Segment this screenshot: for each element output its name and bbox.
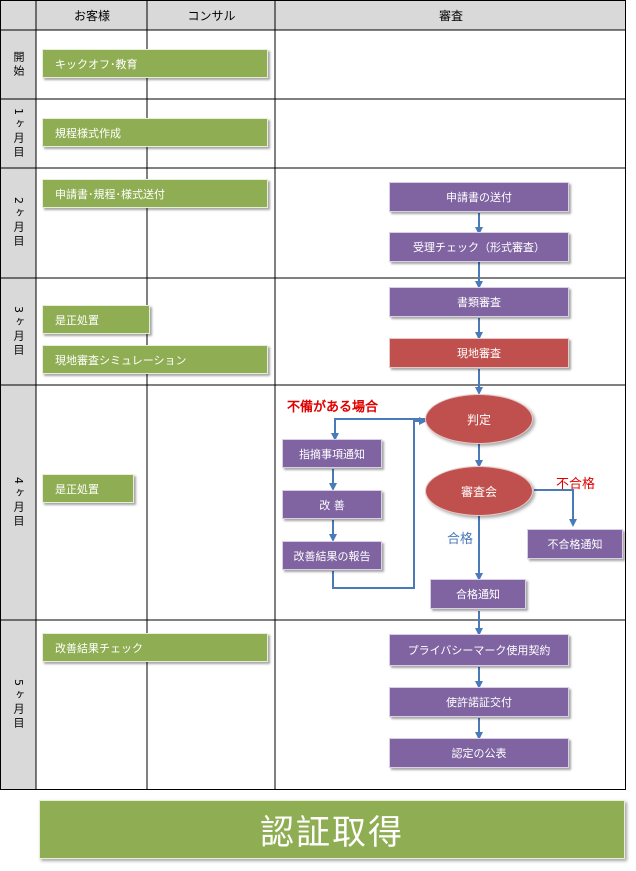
final-certification-banner: 認証取得 xyxy=(39,800,625,859)
time-month5: 5ヶ月目 xyxy=(0,620,36,790)
loop-improve: 改 善 xyxy=(282,490,382,519)
step-committee: 審査会 xyxy=(425,466,533,516)
time-month5-label: 5ヶ月目 xyxy=(12,679,25,731)
header-consultant: コンサル xyxy=(187,8,236,23)
arrow-report-loop xyxy=(332,417,427,589)
arrow-judge-to-notice xyxy=(331,418,428,441)
task-send-docs: 申請書･規程･様式送付 xyxy=(42,179,268,208)
step-acceptance-check: 受理チェック（形式審査） xyxy=(389,232,569,262)
step-send-application: 申請書の送付 xyxy=(389,182,569,212)
task-rules: 規程様式作成 xyxy=(42,118,268,147)
task-kickoff: キックオフ･教育 xyxy=(42,49,268,78)
step-onsite-review: 現地審査 xyxy=(389,338,569,368)
time-start-label: 開始 xyxy=(12,50,25,79)
step-contract: プライバシーマーク使用契約 xyxy=(389,634,569,666)
step-judgment: 判定 xyxy=(425,394,533,444)
step-document-review: 書類審査 xyxy=(389,287,569,317)
task-corrective-1: 是正処置 xyxy=(42,305,150,334)
header-review: 審査 xyxy=(438,8,463,23)
arrow-committee-to-fail xyxy=(534,489,577,527)
time-month1-label: 1ヶ月目 xyxy=(12,107,25,160)
annotation-fail: 不合格 xyxy=(556,477,596,492)
time-month3-label: 3ヶ月目 xyxy=(12,305,25,358)
time-month3: 3ヶ月目 xyxy=(0,278,36,385)
header-client: お客様 xyxy=(73,8,110,23)
time-start: 開始 xyxy=(0,30,36,99)
task-simulation: 現地審査シミュレーション xyxy=(42,345,268,374)
time-month4-label: 4ヶ月目 xyxy=(12,476,25,529)
task-corrective-2: 是正処置 xyxy=(42,474,134,503)
step-license: 使許諾証交付 xyxy=(389,687,569,717)
time-column-bg xyxy=(0,0,36,790)
time-month4: 4ヶ月目 xyxy=(0,385,36,620)
header-row-bg xyxy=(0,0,626,30)
loop-report: 改善結果の報告 xyxy=(282,541,382,570)
loop-notice: 指摘事項通知 xyxy=(282,439,382,468)
step-fail-notice: 不合格通知 xyxy=(527,529,623,559)
annotation-deficiency: 不備がある場合 xyxy=(287,400,379,415)
time-month2-label: 2ヶ月目 xyxy=(12,197,25,249)
time-month1: 1ヶ月目 xyxy=(0,99,36,168)
annotation-pass: 合格 xyxy=(447,532,474,547)
table-border xyxy=(0,0,626,790)
time-month2: 2ヶ月目 xyxy=(0,168,36,278)
step-pass-notice: 合格通知 xyxy=(430,579,526,609)
step-publish: 認定の公表 xyxy=(389,738,569,768)
task-improvement-check: 改善結果チェック xyxy=(42,633,268,662)
